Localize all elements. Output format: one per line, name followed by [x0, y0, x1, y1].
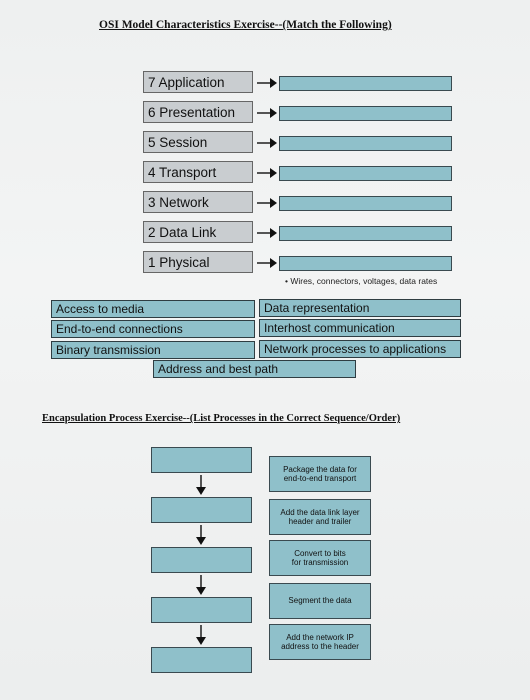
answer-box-layer-2[interactable]: [279, 226, 452, 241]
chip-network-processes[interactable]: Network processes to applications: [259, 340, 461, 358]
layer-6-presentation: 6 Presentation: [143, 101, 253, 123]
answer-box-layer-7[interactable]: [279, 76, 452, 91]
process-card-segment-data[interactable]: Segment the data: [269, 583, 371, 619]
arrow-right-icon: [257, 228, 277, 238]
sequence-slot-2[interactable]: [151, 497, 252, 523]
layer-7-application: 7 Application: [143, 71, 253, 93]
arrow-down-icon: [196, 475, 206, 495]
arrow-right-icon: [257, 198, 277, 208]
arrow-down-icon: [196, 625, 206, 645]
arrow-right-icon: [257, 258, 277, 268]
arrow-right-icon: [257, 168, 277, 178]
layer-3-network: 3 Network: [143, 191, 253, 213]
chip-access-to-media[interactable]: Access to media: [51, 300, 255, 318]
sequence-slot-3[interactable]: [151, 547, 252, 573]
sequence-slot-5[interactable]: [151, 647, 252, 673]
chip-end-to-end-connections[interactable]: End-to-end connections: [51, 320, 255, 338]
process-card-convert-bits[interactable]: Convert to bits for transmission: [269, 540, 371, 576]
layer-4-transport: 4 Transport: [143, 161, 253, 183]
answer-box-layer-5[interactable]: [279, 136, 452, 151]
process-card-package-data[interactable]: Package the data for end-to-end transpor…: [269, 456, 371, 492]
sequence-slot-1[interactable]: [151, 447, 252, 473]
sequence-slot-4[interactable]: [151, 597, 252, 623]
answer-box-layer-1[interactable]: [279, 256, 452, 271]
arrow-down-icon: [196, 525, 206, 545]
arrow-down-icon: [196, 575, 206, 595]
chip-interhost-communication[interactable]: Interhost communication: [259, 319, 461, 337]
process-card-add-data-link[interactable]: Add the data link layer header and trail…: [269, 499, 371, 535]
arrow-right-icon: [257, 78, 277, 88]
arrow-right-icon: [257, 138, 277, 148]
osi-exercise-title: OSI Model Characteristics Exercise--(Mat…: [99, 19, 392, 31]
answer-box-layer-3[interactable]: [279, 196, 452, 211]
chip-binary-transmission[interactable]: Binary transmission: [51, 341, 255, 359]
arrow-right-icon: [257, 108, 277, 118]
answer-box-layer-6[interactable]: [279, 106, 452, 121]
answer-box-layer-4[interactable]: [279, 166, 452, 181]
encapsulation-exercise-title: Encapsulation Process Exercise--(List Pr…: [42, 413, 401, 424]
layer-5-session: 5 Session: [143, 131, 253, 153]
chip-address-best-path[interactable]: Address and best path: [153, 360, 356, 378]
layer-1-physical: 1 Physical: [143, 251, 253, 273]
layer-2-data-link: 2 Data Link: [143, 221, 253, 243]
physical-layer-note: • Wires, connectors, voltages, data rate…: [285, 276, 438, 286]
process-card-add-network-ip[interactable]: Add the network IP address to the header: [269, 624, 371, 660]
chip-data-representation[interactable]: Data representation: [259, 299, 461, 317]
